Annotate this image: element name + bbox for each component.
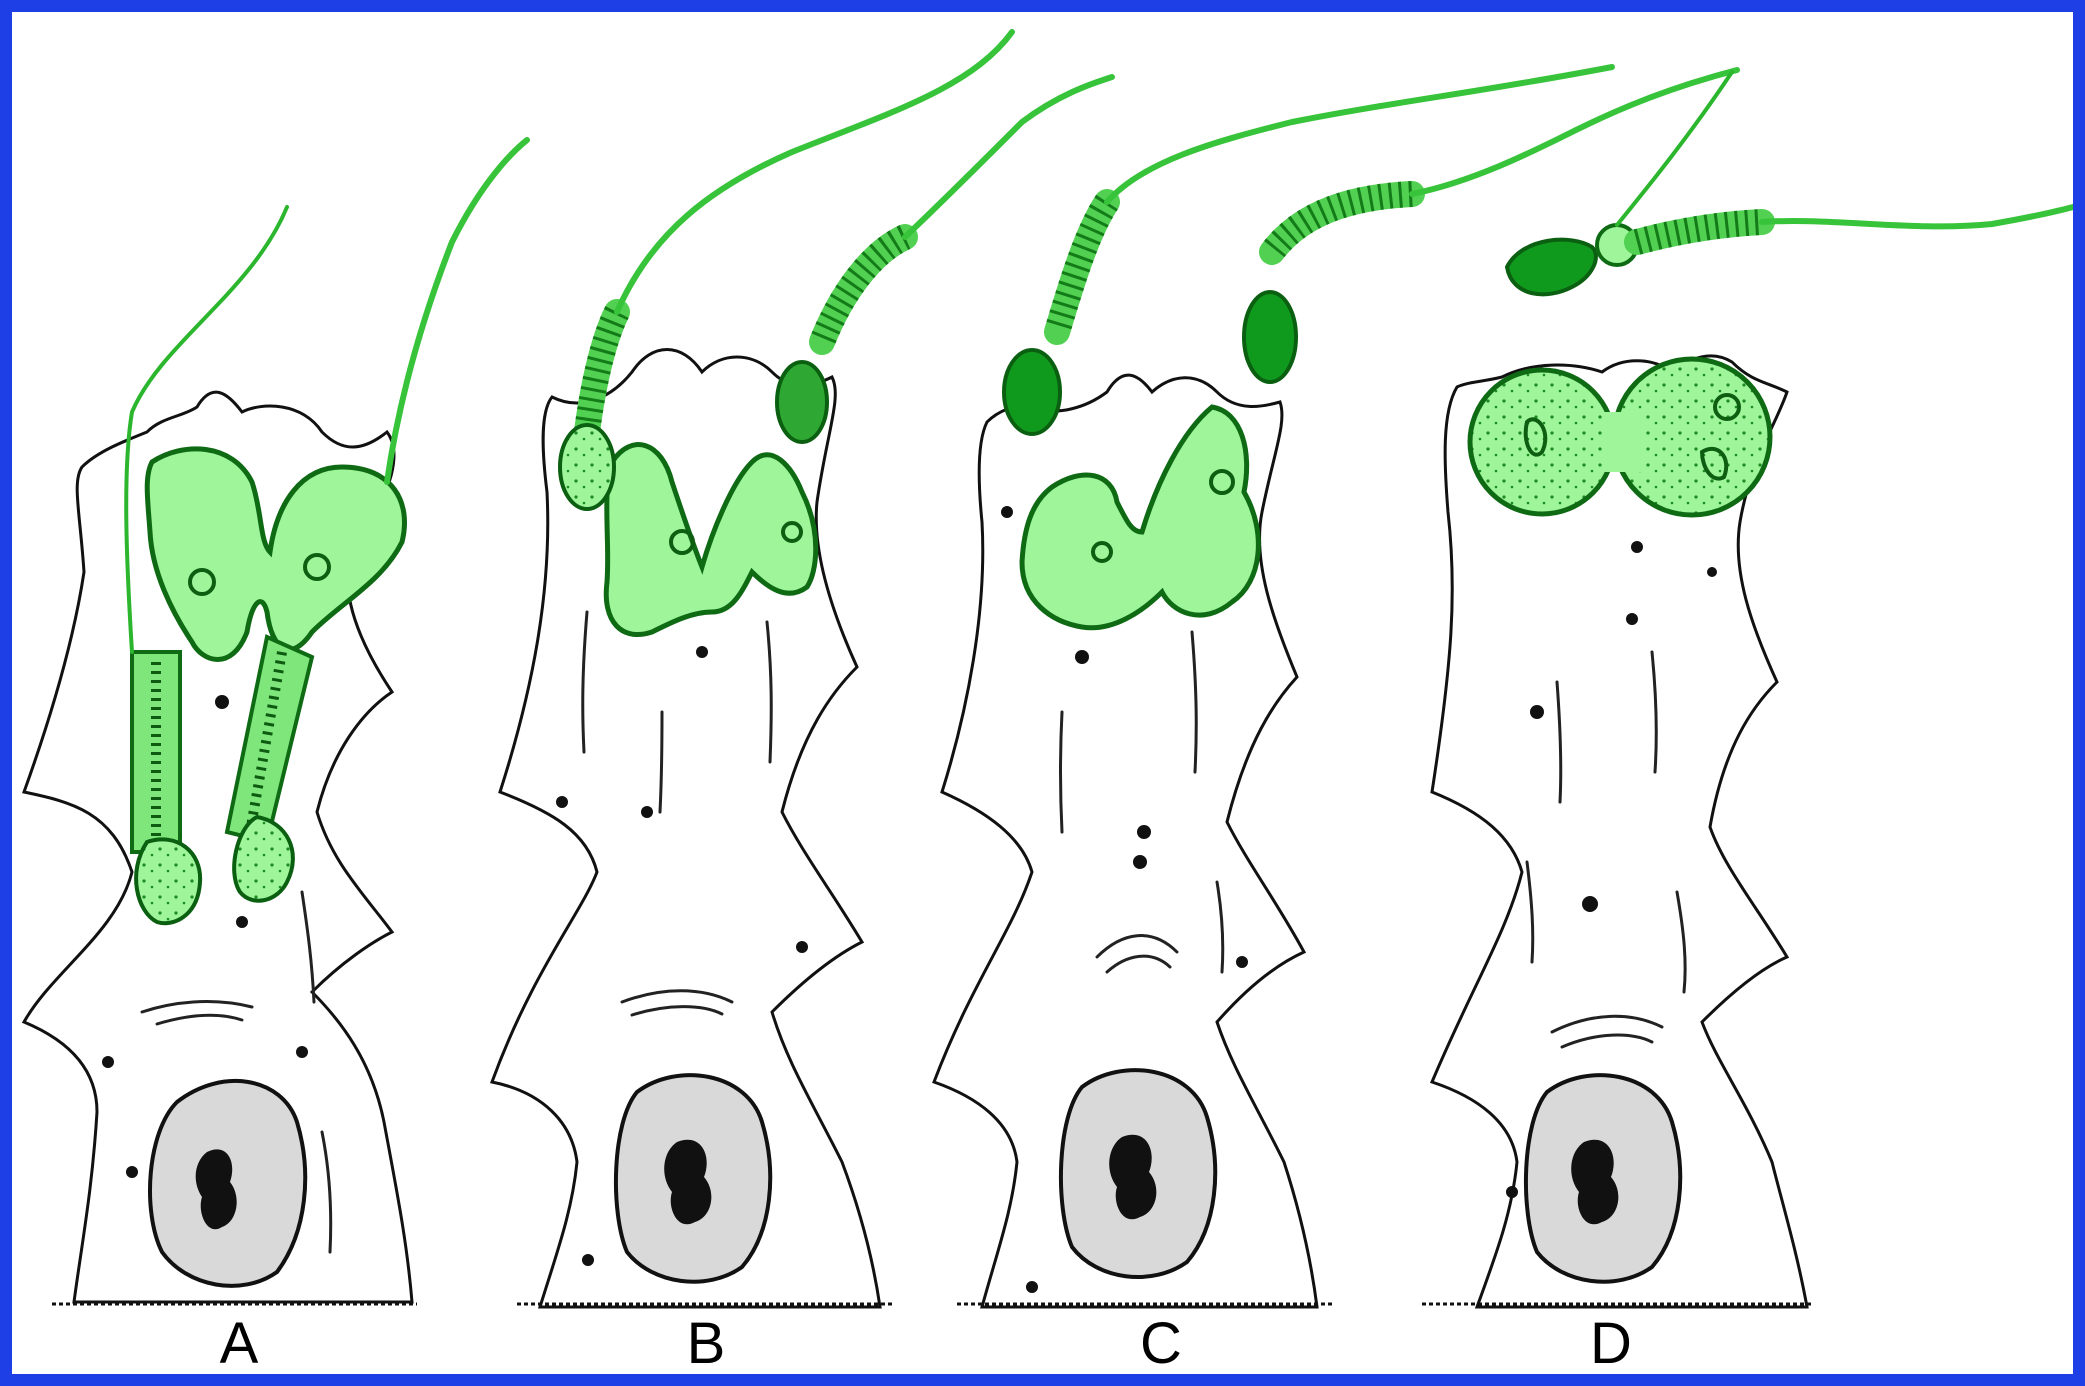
panel-label-a: A [200, 1310, 280, 1377]
flagellum-a2 [387, 140, 527, 482]
panel-label-b: B [667, 1310, 747, 1377]
cell-granule [1530, 705, 1544, 719]
cell-granule [556, 796, 568, 808]
spermatid-head-b2 [777, 362, 827, 442]
cell-granule [696, 646, 708, 658]
cell-granule [1236, 956, 1248, 968]
cell-granule [582, 1254, 594, 1266]
diagram-frame: A B C D [12, 12, 2073, 1374]
cell-granule [296, 1046, 308, 1058]
cell-granule [1137, 825, 1151, 839]
cell-granule [1626, 613, 1638, 625]
panel-label-c: C [1122, 1310, 1202, 1377]
cell-granule [1506, 1186, 1518, 1198]
panel-d-illustration [1432, 72, 2073, 1307]
flagellum-b2 [905, 77, 1112, 237]
panel-label-d: D [1572, 1310, 1652, 1377]
flagellum-c1 [1107, 67, 1612, 202]
cell-granule [236, 916, 248, 928]
spermatid-head-b1 [560, 425, 614, 509]
spermatid-head-a1 [136, 839, 200, 923]
cell-granule [796, 941, 808, 953]
spermatid-head-c1 [1004, 350, 1060, 434]
cell-granule [102, 1056, 114, 1068]
cell-granule [126, 1166, 138, 1178]
residual-body-1 [1470, 370, 1614, 514]
released-sperm-head [1507, 240, 1596, 295]
panel-a-illustration [24, 140, 527, 1302]
released-sperm-flagellum-2 [1617, 72, 1732, 225]
spermiation-diagram [12, 12, 2073, 1374]
released-sperm-flagellum [1762, 207, 2073, 226]
flagellum-b1 [617, 32, 1012, 312]
cell-granule [641, 806, 653, 818]
spermatid-head-c2 [1244, 292, 1296, 382]
cell-granule [1582, 896, 1598, 912]
cell-granule [1026, 1281, 1038, 1293]
spermatid-head-a2 [234, 817, 293, 901]
cell-granule [1133, 855, 1147, 869]
cell-granule [1707, 567, 1717, 577]
cell-granule [1075, 650, 1089, 664]
residual-bridge [1602, 412, 1642, 472]
cell-granule [1631, 541, 1643, 553]
cell-granule [215, 695, 229, 709]
cell-granule [1001, 506, 1013, 518]
cell-fiber [1061, 712, 1063, 832]
